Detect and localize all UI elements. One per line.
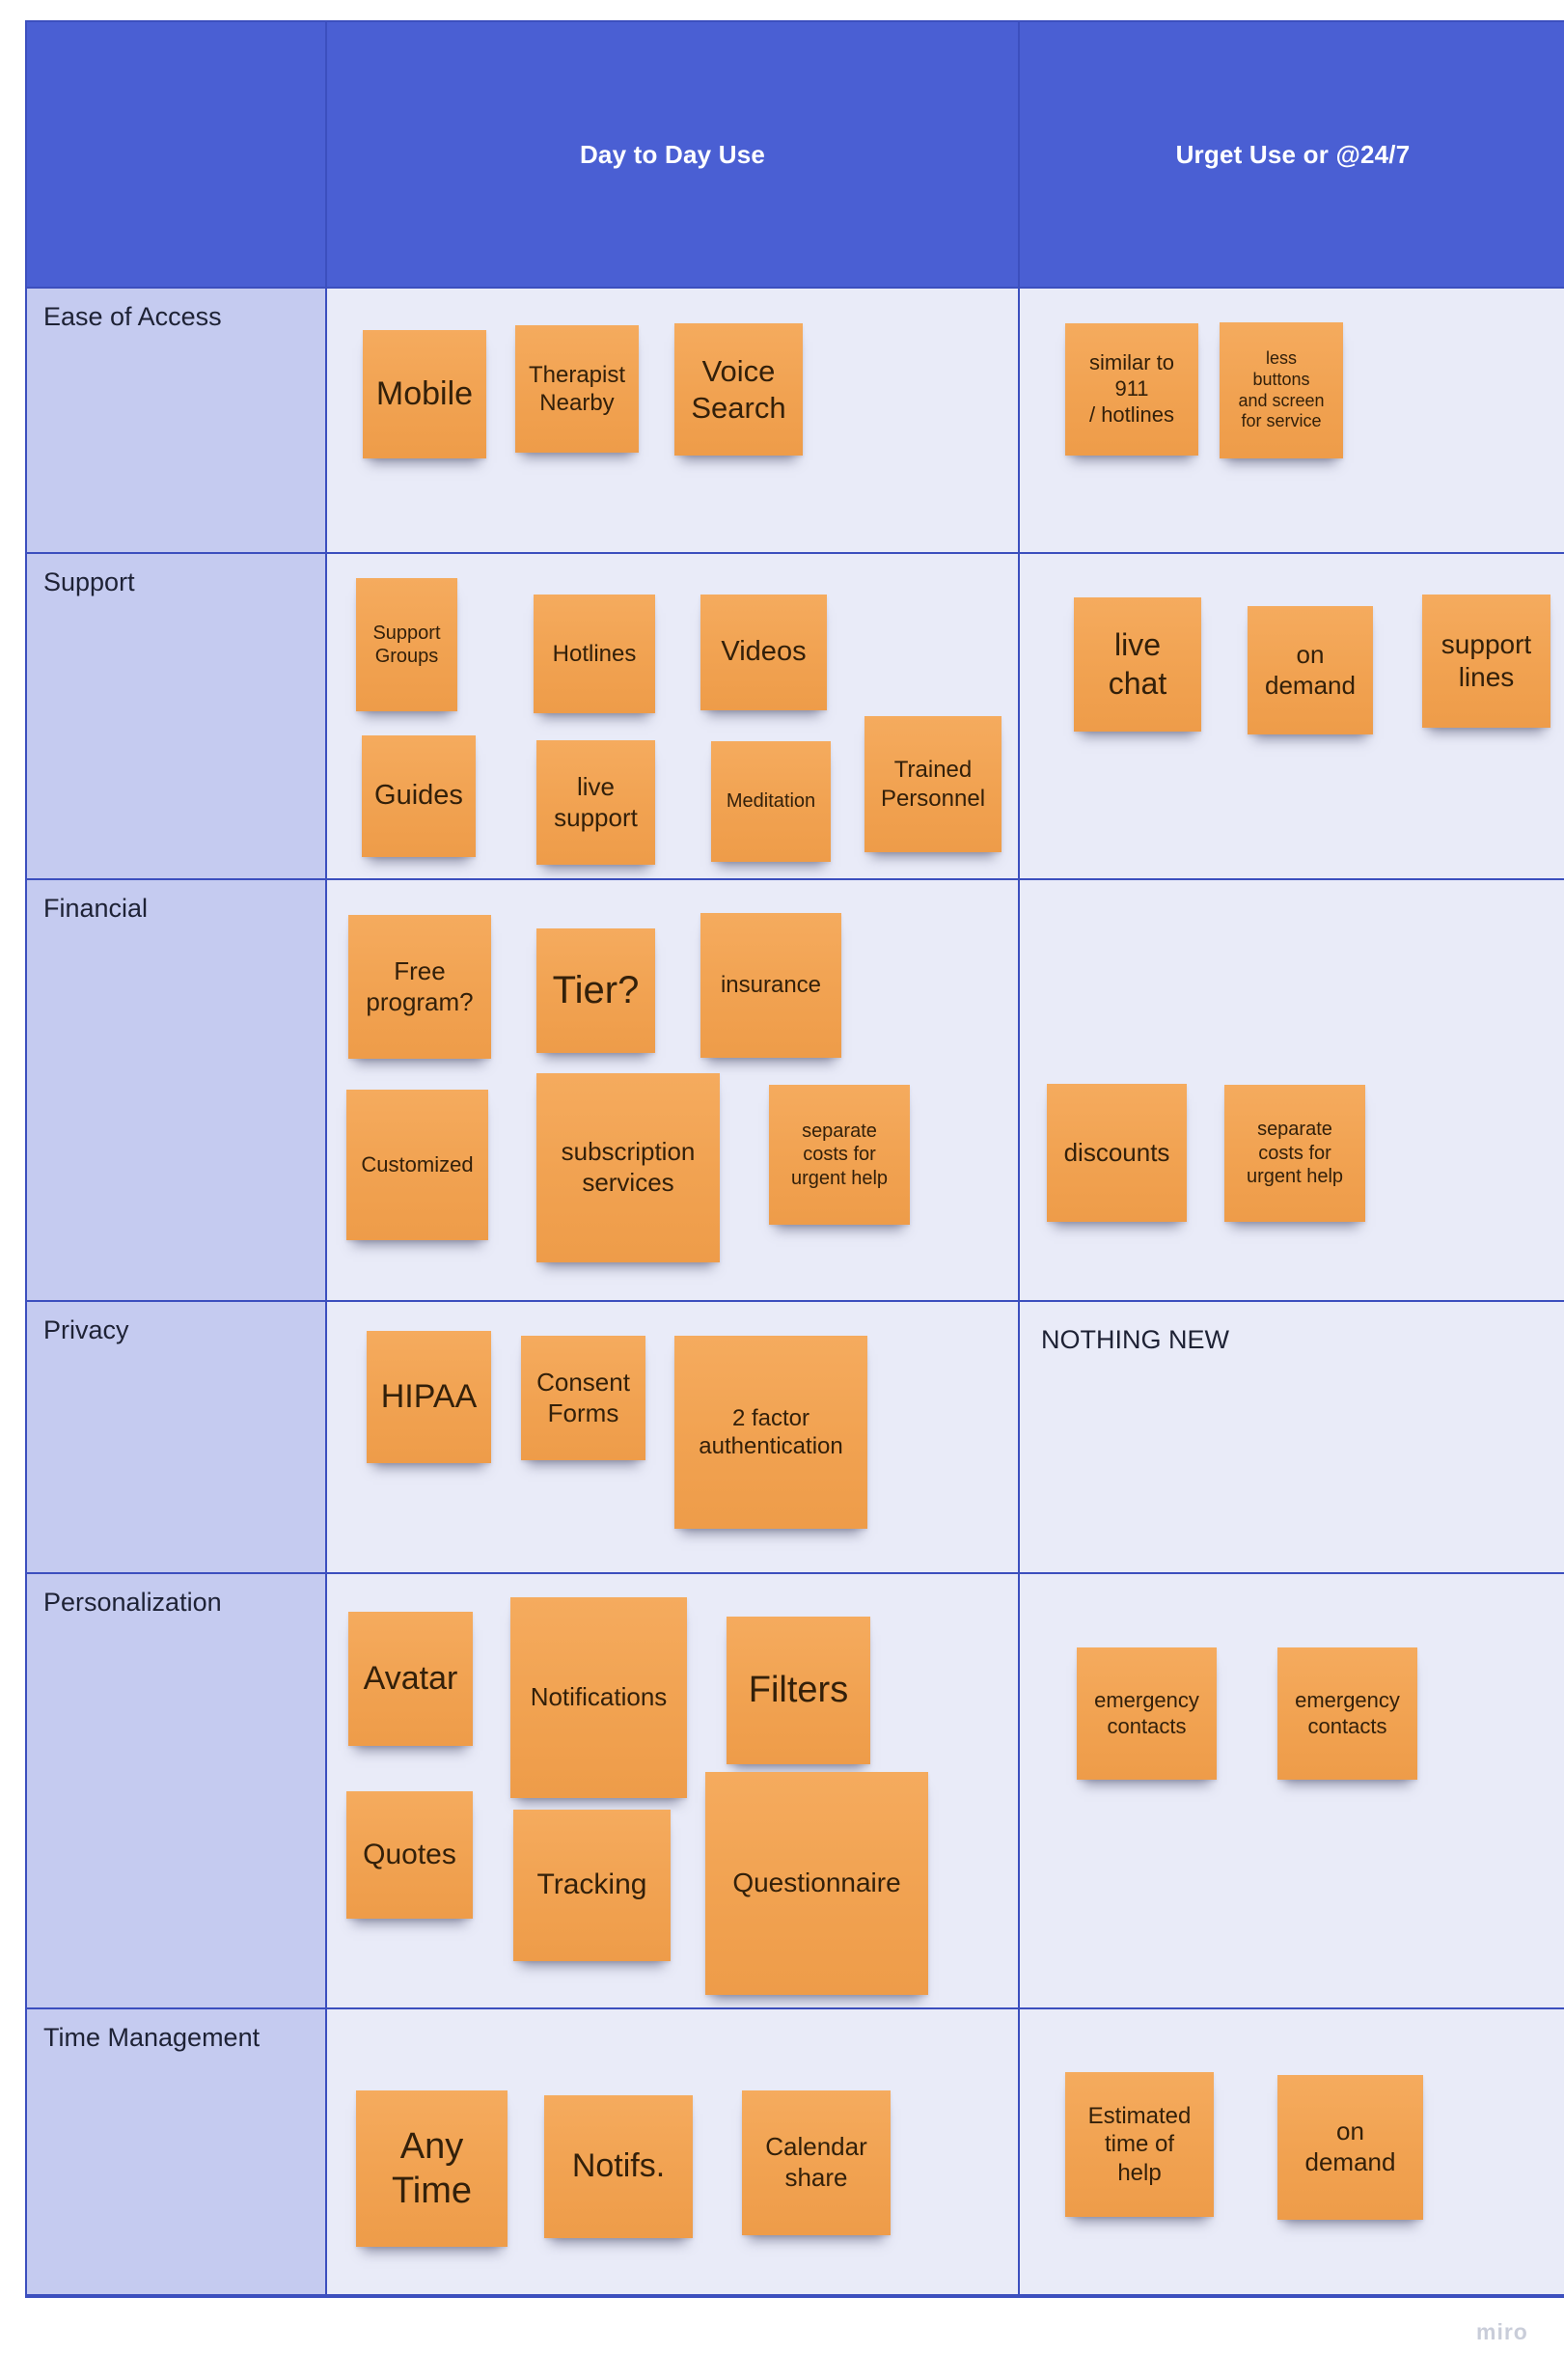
cell-personalization-day: Avatar Notifications Filters Quotes Trac… xyxy=(327,1574,1020,2009)
cell-ease-of-access-urgent: similar to 911 / hotlines less buttons a… xyxy=(1020,289,1564,554)
sticky-note[interactable]: discounts xyxy=(1047,1084,1187,1222)
row-label-text: Support xyxy=(43,567,135,596)
cell-privacy-urgent: NOTHING NEW xyxy=(1020,1302,1564,1574)
cell-privacy-day: HIPAA Consent Forms 2 factor authenticat… xyxy=(327,1302,1020,1574)
row-label-personalization: Personalization xyxy=(27,1574,327,2009)
sticky-note[interactable]: insurance xyxy=(700,913,841,1058)
sticky-note[interactable]: less buttons and screen for service xyxy=(1220,322,1343,458)
sticky-note[interactable]: Videos xyxy=(700,595,827,710)
sticky-note[interactable]: Voice Search xyxy=(674,323,803,456)
sticky-note[interactable]: separate costs for urgent help xyxy=(1224,1085,1365,1222)
sticky-note[interactable]: Support Groups xyxy=(356,578,457,711)
row-label-text: Ease of Access xyxy=(43,302,222,331)
sticky-note[interactable]: Trained Personnel xyxy=(864,716,1002,852)
row-label-time-management: Time Management xyxy=(27,2009,327,2296)
sticky-note[interactable]: Customized xyxy=(346,1090,488,1240)
sticky-note[interactable]: emergency contacts xyxy=(1277,1647,1417,1780)
row-label-privacy: Privacy xyxy=(27,1302,327,1574)
cell-support-day: Support Groups Hotlines Videos Guides li… xyxy=(327,554,1020,880)
row-label-text: Personalization xyxy=(43,1588,222,1617)
sticky-note[interactable]: Hotlines xyxy=(534,595,655,713)
sticky-note[interactable]: subscription services xyxy=(536,1073,720,1262)
column-header-label: Day to Day Use xyxy=(579,139,766,169)
sticky-note[interactable]: Notifications xyxy=(510,1597,687,1798)
sticky-note[interactable]: Quotes xyxy=(346,1791,473,1919)
header-corner-cell xyxy=(27,22,327,289)
cell-support-urgent: live chat on demand support lines xyxy=(1020,554,1564,880)
sticky-note[interactable]: Consent Forms xyxy=(521,1336,645,1460)
row-label-text: Privacy xyxy=(43,1315,129,1344)
sticky-note[interactable]: Calendar share xyxy=(742,2090,891,2235)
sticky-note[interactable]: on demand xyxy=(1248,606,1373,734)
sticky-note[interactable]: Any Time xyxy=(356,2090,508,2247)
cell-ease-of-access-day: Mobile Therapist Nearby Voice Search xyxy=(327,289,1020,554)
cell-time-management-day: Any Time Notifs. Calendar share xyxy=(327,2009,1020,2296)
sticky-note[interactable]: Questionnaire xyxy=(705,1772,928,1995)
sticky-note[interactable]: live chat xyxy=(1074,597,1201,732)
sticky-note[interactable]: Mobile xyxy=(363,330,486,458)
cell-financial-day: Free program? Tier? insurance Customized… xyxy=(327,880,1020,1302)
row-label-text: Time Management xyxy=(43,2023,261,2052)
sticky-note[interactable]: Tier? xyxy=(536,928,655,1053)
sticky-note[interactable]: Estimated time of help xyxy=(1065,2072,1214,2217)
sticky-note[interactable]: live support xyxy=(536,740,655,865)
sticky-note[interactable]: 2 factor authentication xyxy=(674,1336,867,1529)
sticky-note[interactable]: Filters xyxy=(727,1617,870,1764)
sticky-note[interactable]: on demand xyxy=(1277,2075,1423,2220)
sticky-note[interactable]: Meditation xyxy=(711,741,831,862)
cell-time-management-urgent: Estimated time of help on demand xyxy=(1020,2009,1564,2296)
row-label-text: Financial xyxy=(43,894,149,923)
header-urgent: Urget Use or @24/7 xyxy=(1020,22,1564,289)
affinity-matrix-table: Day to Day Use Urget Use or @24/7 Ease o… xyxy=(25,20,1564,2298)
cell-financial-urgent: discounts separate costs for urgent help xyxy=(1020,880,1564,1302)
row-label-financial: Financial xyxy=(27,880,327,1302)
column-header-label: Urget Use or @24/7 xyxy=(1175,139,1411,169)
sticky-note[interactable]: similar to 911 / hotlines xyxy=(1065,323,1198,456)
nothing-new-text: NOTHING NEW xyxy=(1041,1325,1229,1354)
header-day-to-day: Day to Day Use xyxy=(327,22,1020,289)
cell-personalization-urgent: emergency contacts emergency contacts xyxy=(1020,1574,1564,2009)
sticky-note[interactable]: emergency contacts xyxy=(1077,1647,1217,1780)
sticky-note[interactable]: Notifs. xyxy=(544,2095,693,2238)
sticky-note[interactable]: Therapist Nearby xyxy=(515,325,639,453)
sticky-note[interactable]: Tracking xyxy=(513,1810,671,1961)
sticky-note[interactable]: Avatar xyxy=(348,1612,473,1746)
sticky-note[interactable]: separate costs for urgent help xyxy=(769,1085,910,1225)
sticky-note[interactable]: Guides xyxy=(362,735,476,857)
row-label-ease-of-access: Ease of Access xyxy=(27,289,327,554)
sticky-note[interactable]: HIPAA xyxy=(367,1331,491,1463)
sticky-note[interactable]: Free program? xyxy=(348,915,491,1059)
sticky-note[interactable]: support lines xyxy=(1422,595,1550,728)
miro-logo[interactable]: miro xyxy=(1476,2319,1528,2344)
row-label-support: Support xyxy=(27,554,327,880)
